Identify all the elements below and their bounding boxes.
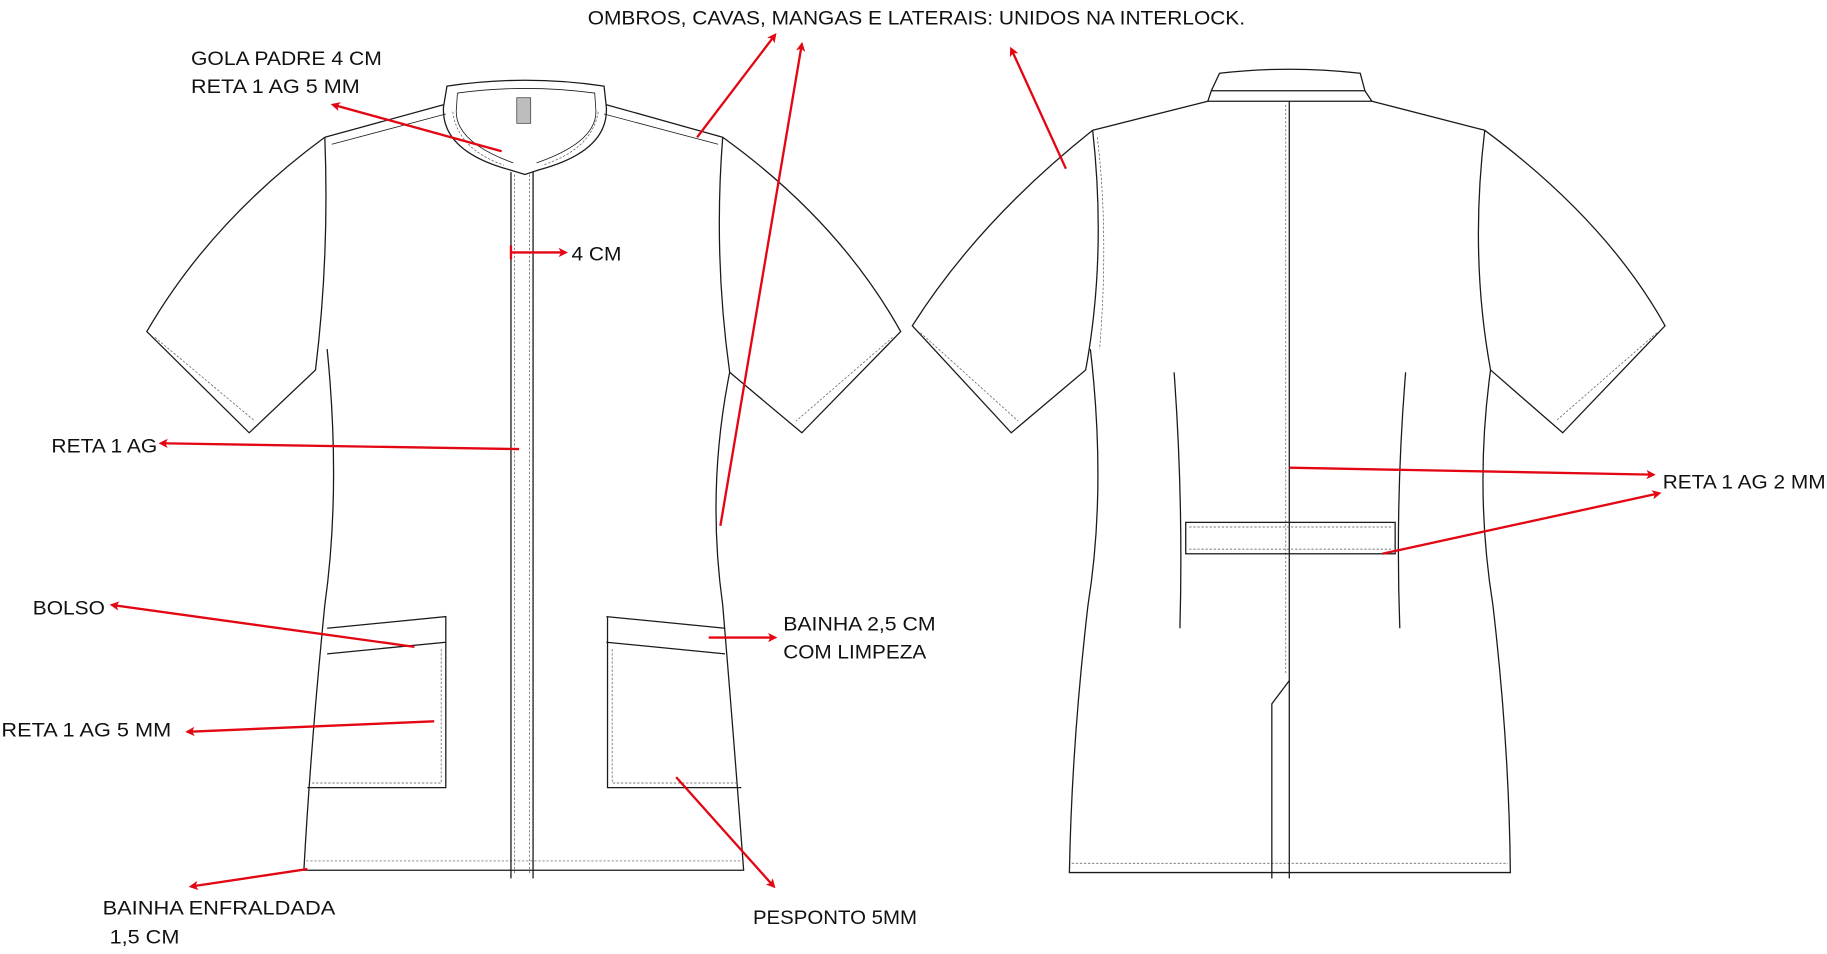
front-shoulders xyxy=(324,104,723,138)
back-view xyxy=(911,68,1666,879)
label-topstitch: PESPONTO 5MM xyxy=(753,907,917,929)
label-placket-width: 4 CM xyxy=(571,244,621,266)
annotation-labels: OMBROS, CAVAS, MANGAS E LATERAIS: UNIDOS… xyxy=(1,7,1825,948)
label-pocket-hem-1: BAINHA 2,5 CM xyxy=(783,614,935,636)
label-collar-1: GOLA PADRE 4 CM xyxy=(191,48,382,70)
right-pocket xyxy=(606,615,742,789)
label-hem-1: BAINHA ENFRALDADA xyxy=(103,897,337,919)
label-placket-stitch: RETA 1 AG xyxy=(51,436,157,458)
arrow-interlock-2 xyxy=(719,41,806,527)
arrow-pocket xyxy=(109,601,415,649)
label-collar-2: RETA 1 AG 5 MM xyxy=(191,76,360,98)
arrow-collar xyxy=(330,102,502,153)
hanger-loop xyxy=(516,97,532,124)
label-pocket-stitch: RETA 1 AG 5 MM xyxy=(1,719,171,741)
label-back-stitch: RETA 1 AG 2 MM xyxy=(1663,472,1826,494)
back-right-sleeve xyxy=(1477,129,1666,434)
back-body xyxy=(1068,348,1511,874)
arrow-placket-stitch xyxy=(158,438,520,451)
arrow-topstitch xyxy=(675,776,776,889)
annotation-arrows xyxy=(109,33,1662,891)
back-darts xyxy=(1173,372,1407,629)
label-pocket: BOLSO xyxy=(33,597,105,619)
arrow-hem xyxy=(188,867,308,891)
arrow-pocket-stitch xyxy=(185,720,435,737)
front-left-sleeve xyxy=(146,136,327,434)
arrow-interlock-3 xyxy=(1009,46,1067,170)
back-collar xyxy=(1210,68,1366,92)
back-left-sleeve xyxy=(911,129,1099,434)
front-right-sleeve xyxy=(718,136,902,434)
arrow-back-seam xyxy=(1289,466,1656,480)
back-shoulders xyxy=(1092,100,1485,131)
front-collar xyxy=(442,79,608,176)
arrow-interlock-1 xyxy=(696,33,777,138)
front-placket xyxy=(510,172,534,879)
label-pocket-hem-2: COM LIMPEZA xyxy=(783,641,927,663)
back-belt xyxy=(1185,521,1396,555)
label-hem-2: 1,5 CM xyxy=(110,927,180,949)
front-body xyxy=(303,348,745,871)
arrow-back-belt xyxy=(1382,490,1662,555)
label-top-note: OMBROS, CAVAS, MANGAS E LATERAIS: UNIDOS… xyxy=(588,7,1245,29)
left-pocket xyxy=(307,615,447,789)
front-view xyxy=(146,79,902,879)
